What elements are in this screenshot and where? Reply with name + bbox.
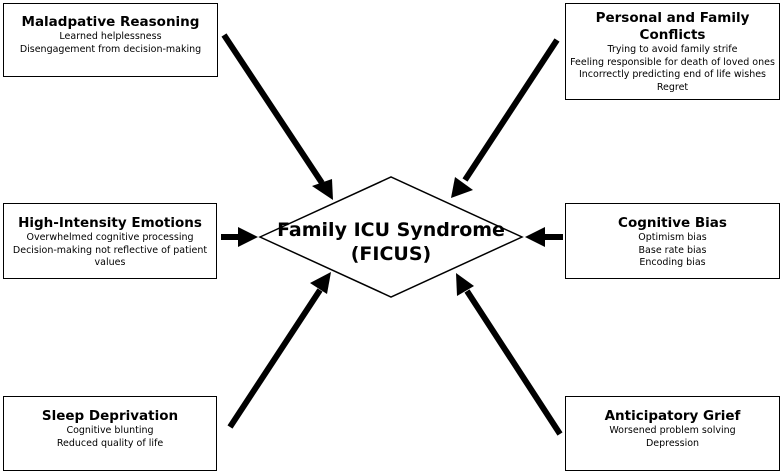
box-sleep-deprivation: Sleep Deprivation Cognitive blunting Red… bbox=[3, 396, 217, 471]
center-diamond bbox=[258, 176, 524, 298]
box-item: Regret bbox=[656, 81, 689, 93]
arrow-sleep bbox=[227, 288, 323, 429]
box-item: Feeling responsible for death of loved o… bbox=[570, 56, 775, 68]
box-item: Learned helplessness bbox=[59, 31, 162, 42]
arrow-sleep-head bbox=[310, 272, 331, 294]
box-item: Decision-making not reflective of patien… bbox=[12, 244, 208, 269]
box-title: Cognitive Bias bbox=[618, 215, 727, 231]
box-item: Disengagement from decision-making bbox=[19, 43, 202, 55]
box-personal-family-conflicts: Personal and Family Conflicts Trying to … bbox=[565, 3, 780, 100]
box-high-intensity-emotions: High-Intensity Emotions Overwhelmed cogn… bbox=[3, 203, 217, 279]
box-item: Reduced quality of life bbox=[56, 437, 164, 449]
arrow-maladaptive-head bbox=[312, 179, 333, 200]
box-title: Anticipatory Grief bbox=[604, 408, 741, 424]
box-item: Base rate bias bbox=[638, 244, 707, 256]
arrow-emotions-head bbox=[238, 227, 258, 247]
arrow-grief bbox=[464, 289, 563, 436]
box-item: Depression bbox=[645, 437, 700, 449]
box-item: Overwhelmed cognitive processing bbox=[26, 232, 194, 243]
center-title-line2: (FICUS) bbox=[350, 243, 432, 265]
box-item: Incorrectly predicting end of life wishe… bbox=[578, 69, 767, 80]
arrow-personal-head bbox=[451, 177, 473, 198]
arrow-maladaptive bbox=[221, 33, 325, 185]
box-anticipatory-grief: Anticipatory Grief Worsened problem solv… bbox=[565, 396, 780, 471]
arrow-cognitive-head bbox=[525, 227, 545, 247]
arrows bbox=[221, 33, 563, 436]
box-title: High-Intensity Emotions bbox=[18, 215, 202, 231]
box-cognitive-bias: Cognitive Bias Optimism bias Base rate b… bbox=[565, 203, 780, 279]
arrow-personal bbox=[462, 38, 560, 182]
center-label: Family ICU Syndrome (FICUS) bbox=[260, 218, 522, 266]
arrow-grief-head bbox=[456, 273, 474, 296]
box-maladaptive-reasoning: Maladpative Reasoning Learned helplessne… bbox=[3, 3, 218, 77]
box-title: Personal and Family Conflicts bbox=[595, 10, 750, 43]
box-item: Encoding bias bbox=[639, 257, 706, 268]
box-title: Sleep Deprivation bbox=[41, 408, 179, 424]
center-title-line1: Family ICU Syndrome bbox=[277, 219, 505, 241]
box-title: Maladpative Reasoning bbox=[21, 14, 200, 30]
box-item: Worsened problem solving bbox=[609, 425, 736, 436]
box-item: Cognitive blunting bbox=[66, 425, 154, 436]
box-item: Optimism bias bbox=[638, 232, 707, 243]
box-item: Trying to avoid family strife bbox=[607, 44, 738, 55]
